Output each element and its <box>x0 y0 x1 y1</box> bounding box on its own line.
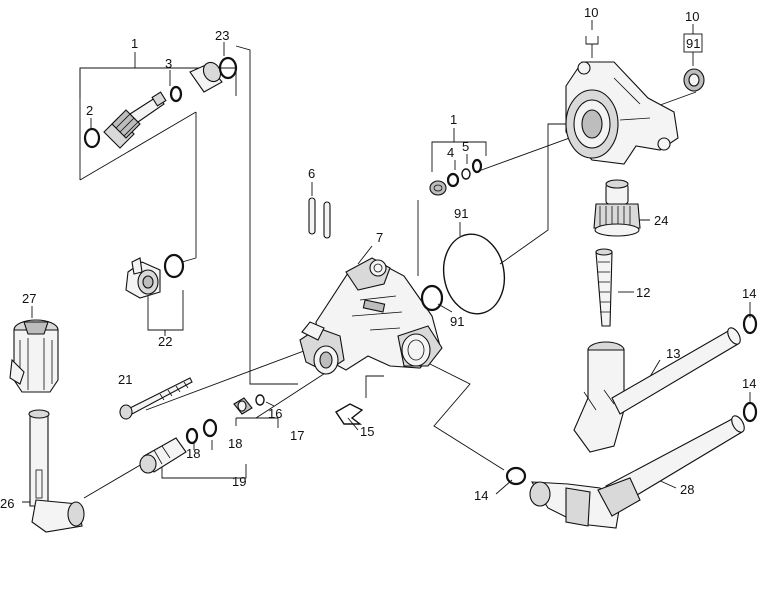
label-23: 23 <box>215 28 229 43</box>
label-91-right: 91 <box>686 36 700 51</box>
oring-22 <box>163 253 185 279</box>
oring-18-b <box>202 418 218 438</box>
oring-3 <box>169 85 183 103</box>
label-18-b: 18 <box>186 446 200 461</box>
oring-91-large <box>442 233 506 315</box>
label-1-top: 1 <box>131 36 138 51</box>
label-24: 24 <box>654 213 668 228</box>
nut-17 <box>233 397 253 415</box>
coupling-24 <box>593 179 641 237</box>
oring-18-a <box>185 427 199 445</box>
label-27: 27 <box>22 291 36 306</box>
quick-coupling-27 <box>9 319 59 393</box>
label-5: 5 <box>462 139 469 154</box>
bolt-21 <box>119 377 193 420</box>
pins-6 <box>308 197 331 239</box>
washer-4 <box>446 172 460 188</box>
label-28: 28 <box>680 482 694 497</box>
pump-housing-7 <box>299 257 443 375</box>
label-10-top: 10 <box>584 5 598 20</box>
rear-housing-10 <box>565 61 679 165</box>
label-3: 3 <box>165 56 172 71</box>
oring-91-small <box>420 284 444 312</box>
label-7: 7 <box>376 230 383 245</box>
label-10-right: 10 <box>685 9 699 24</box>
washer-5 <box>461 168 471 180</box>
lance-26 <box>28 409 85 533</box>
valve-sleeve <box>189 61 223 93</box>
label-19: 19 <box>232 474 246 489</box>
oring-14-top <box>742 313 758 335</box>
label-14-bottom: 14 <box>474 488 488 503</box>
label-22: 22 <box>158 334 172 349</box>
label-15: 15 <box>360 424 374 439</box>
valve-19 <box>139 437 187 474</box>
label-13: 13 <box>666 346 680 361</box>
valve-assembly-22 <box>125 257 161 299</box>
label-17: 17 <box>290 428 304 443</box>
clip-15 <box>335 403 364 425</box>
outlet-pipe-28 <box>529 415 745 529</box>
oring-14-bottom <box>505 466 527 486</box>
inlet-pipe-13 <box>573 327 741 453</box>
oring-14-mid <box>742 401 758 423</box>
filter-12 <box>595 248 613 327</box>
label-91-mid: 91 <box>454 206 468 221</box>
valve-assembly-1 <box>103 91 167 149</box>
label-26: 26 <box>0 496 14 511</box>
label-16: 16 <box>268 406 282 421</box>
label-1-right: 1 <box>450 112 457 127</box>
label-4: 4 <box>447 145 454 160</box>
fitting-group-1 <box>429 180 447 196</box>
oring-23 <box>218 56 238 80</box>
oring-2 <box>83 127 101 149</box>
label-18-a: 18 <box>228 436 242 451</box>
label-6: 6 <box>308 166 315 181</box>
part-number-labels: 1 2 3 23 10 10 91 1 4 5 6 7 91 91 24 12 … <box>0 5 756 511</box>
label-21: 21 <box>118 372 132 387</box>
label-2: 2 <box>86 103 93 118</box>
label-91-small: 91 <box>450 314 464 329</box>
label-14-top: 14 <box>742 286 756 301</box>
washer-small <box>471 158 483 174</box>
seal-91 <box>683 68 705 92</box>
label-12: 12 <box>636 285 650 300</box>
label-14-mid: 14 <box>742 376 756 391</box>
washer-16 <box>255 394 265 406</box>
